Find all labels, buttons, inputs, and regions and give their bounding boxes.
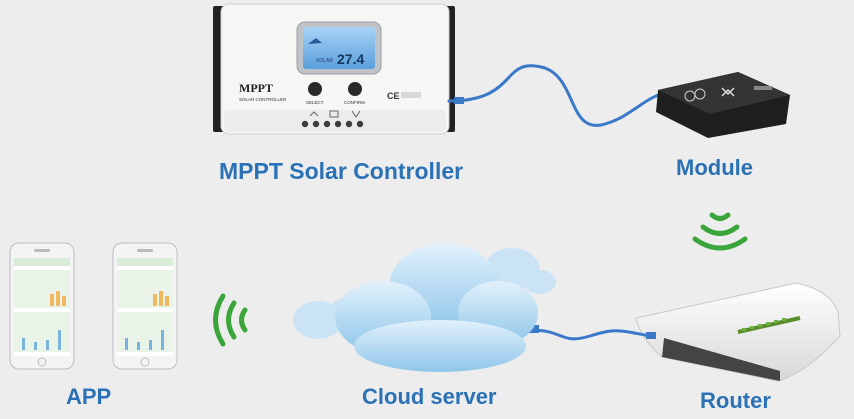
lcd-readout: 27.4: [337, 51, 364, 67]
controller-label: MPPT Solar Controller: [219, 158, 464, 184]
wifi-signal-icon: [213, 293, 248, 347]
app-label: APP: [66, 384, 112, 409]
router-device: [635, 282, 841, 382]
ce-mark: CE: [387, 91, 400, 101]
module-label: Module: [676, 155, 753, 180]
cloud-router-cable: [528, 328, 652, 341]
phone-app-left: [9, 242, 75, 370]
brand-subtitle: SOLAR CONTROLLER: [239, 97, 287, 102]
wifi-signal-icon: [692, 212, 748, 251]
brand-logo-text: MPPT: [239, 81, 273, 95]
router-label: Router: [700, 388, 771, 413]
controller-module-cable: [447, 64, 663, 127]
svg-text:SOLAR: SOLAR: [316, 58, 333, 64]
cloud-server-icon: [293, 243, 556, 372]
select-button[interactable]: [308, 82, 322, 96]
confirm-button[interactable]: [348, 82, 362, 96]
solar-controller-device: SOLAR 27.4 MPPT SOLAR CONTROLLER SELECT …: [213, 3, 455, 135]
cloud-server-label: Cloud server: [362, 384, 497, 409]
phone-app-right: [112, 242, 178, 370]
terminal-row: [301, 120, 364, 128]
wifi-module-device: [656, 72, 790, 138]
confirm-button-label: CONFIRM: [344, 100, 365, 105]
select-button-label: SELECT: [306, 100, 324, 105]
